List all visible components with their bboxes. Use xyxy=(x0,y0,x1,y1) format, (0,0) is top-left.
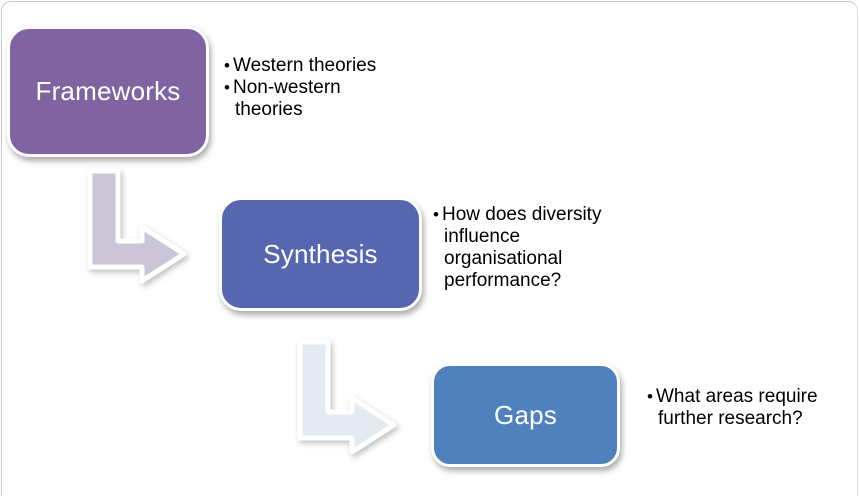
bullet-line: influence xyxy=(433,226,601,248)
bent-arrow-icon xyxy=(87,168,187,284)
bullet-text: Non-western xyxy=(233,77,341,98)
bullet-marker: • xyxy=(224,56,230,75)
node-frameworks-label: Frameworks xyxy=(35,76,181,106)
bullet-line: theories xyxy=(224,99,376,121)
bullet-text: How does diversity xyxy=(442,204,602,225)
bullet-line: organisational xyxy=(433,248,601,270)
bullet-line: further research? xyxy=(647,408,818,430)
bullet-text: performance? xyxy=(444,270,562,291)
bullet-line: •Western theories xyxy=(224,55,376,77)
bullet-line: •What areas require xyxy=(647,386,818,408)
bullet-text: further research? xyxy=(658,408,803,429)
bullet-marker: • xyxy=(224,78,230,97)
bullet-marker: • xyxy=(647,387,653,406)
node-synthesis: Synthesis xyxy=(219,197,422,311)
bullet-text: theories xyxy=(235,99,303,120)
bullet-text: organisational xyxy=(444,248,563,269)
bullet-text: influence xyxy=(444,226,521,247)
node-gaps-label: Gaps xyxy=(494,399,557,430)
bent-arrow-icon xyxy=(297,339,397,455)
node-gaps: Gaps xyxy=(431,363,620,467)
bullet-line: •How does diversity xyxy=(433,204,601,226)
node-synthesis-label: Synthesis xyxy=(263,238,378,269)
node-frameworks: Frameworks xyxy=(7,26,209,157)
bent-arrow-shape xyxy=(297,339,397,455)
bullet-text: Western theories xyxy=(233,55,377,76)
bullet-line: performance? xyxy=(433,270,601,292)
bullet-marker: • xyxy=(433,205,439,224)
bullet-line: •Non-western xyxy=(224,77,376,99)
bent-arrow-shape xyxy=(87,168,187,284)
bullet-text: What areas require xyxy=(656,386,818,407)
